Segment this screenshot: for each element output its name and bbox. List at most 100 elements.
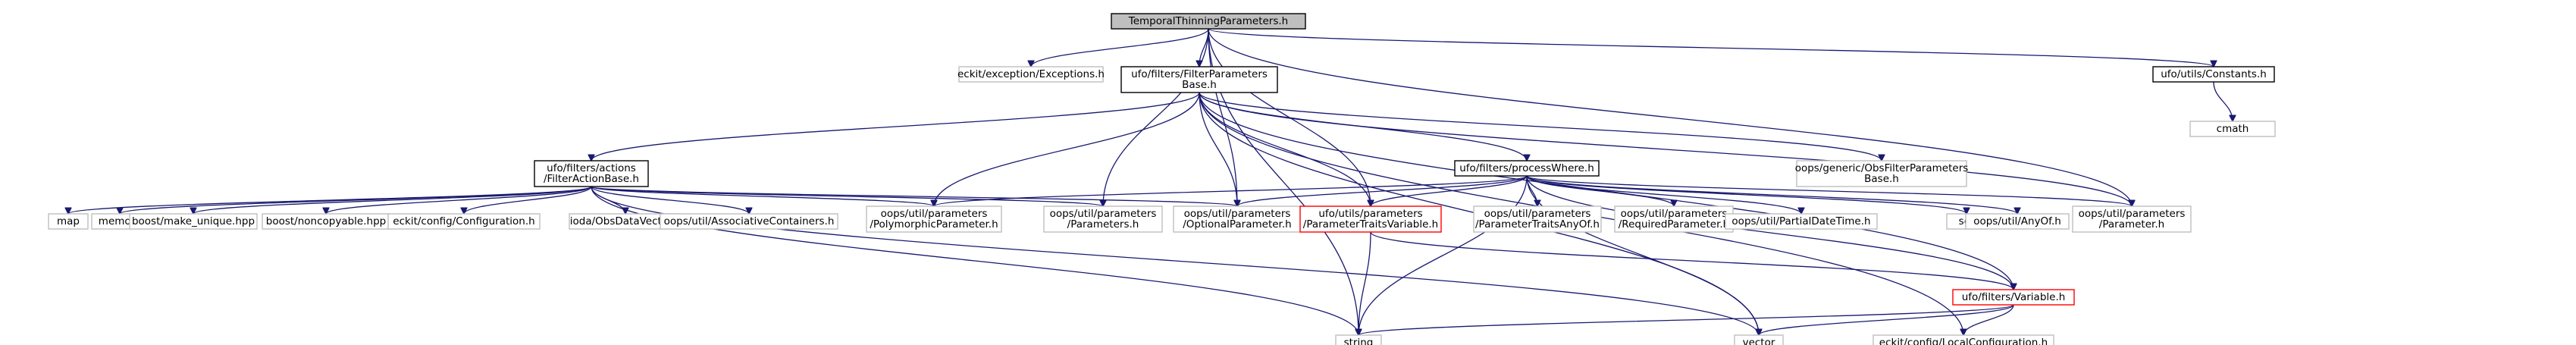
node-localconfig: eckit/config/LocalConfiguration.h bbox=[1872, 334, 2054, 345]
node-box bbox=[1173, 205, 1302, 233]
edge-traitsvar-to-variable bbox=[1370, 231, 2013, 290]
node-label: string bbox=[1344, 337, 1374, 345]
nodes-layer: TemporalThinningParameters.h eckit/except… bbox=[48, 13, 2276, 345]
edge-filterparams-to-variable bbox=[1199, 92, 2013, 290]
node-box bbox=[2152, 66, 2275, 83]
node-vector: vector bbox=[1734, 334, 1784, 345]
edge-variable-to-vector bbox=[1759, 304, 2014, 336]
node-constants[interactable]: ufo/utils/Constants.h bbox=[2152, 66, 2275, 83]
node-label: ufo/filters/Variable.h bbox=[1962, 291, 2066, 303]
node-box bbox=[866, 205, 1002, 233]
node-root[interactable]: TemporalThinningParameters.h bbox=[1111, 13, 1306, 30]
edge-root-to-exceptions bbox=[1031, 28, 1209, 67]
node-box bbox=[1614, 205, 1734, 233]
edge-filterparams-to-filteraction bbox=[591, 92, 1200, 161]
node-box bbox=[387, 213, 541, 230]
node-label: ufo/utils/Constants.h bbox=[2161, 68, 2267, 80]
node-map: map bbox=[48, 213, 89, 230]
node-label: /FilterActionBase.h bbox=[544, 173, 639, 185]
edge-constants-to-cmath bbox=[2213, 81, 2233, 121]
edge-processwhere-to-traitsvar bbox=[1371, 175, 1528, 206]
edge-root-to-parameter bbox=[1208, 28, 2132, 206]
edge-filteraction-to-assoc bbox=[591, 186, 749, 215]
node-label: oops/util/AssociativeContainers.h bbox=[664, 215, 835, 227]
node-label: oops/util/AnyOf.h bbox=[1973, 215, 2061, 227]
edge-processwhere-to-partialdate bbox=[1526, 175, 1801, 215]
edge-filterparams-to-traitsvar bbox=[1199, 92, 1371, 206]
node-box bbox=[1952, 289, 2075, 306]
node-label: oops/util/parameters bbox=[1621, 208, 1728, 220]
node-label: /RequiredParameter.h bbox=[1619, 218, 1729, 231]
node-box bbox=[660, 213, 838, 230]
node-box bbox=[1120, 66, 1278, 93]
edge-filteraction-to-string bbox=[591, 186, 1359, 335]
edge-filterparams-to-optional bbox=[1199, 92, 1237, 206]
node-label: oops/util/parameters bbox=[881, 208, 988, 220]
node-required: oops/util/parameters/RequiredParameter.h bbox=[1614, 205, 1734, 233]
node-label: /ParameterTraitsAnyOf.h bbox=[1475, 218, 1600, 231]
edge-filteraction-to-configuration bbox=[464, 186, 592, 214]
node-exceptions: eckit/exception/Exceptions.h bbox=[957, 66, 1105, 83]
node-box bbox=[1043, 205, 1163, 233]
node-configuration: eckit/config/Configuration.h bbox=[387, 213, 541, 230]
node-label: vector bbox=[1743, 337, 1775, 345]
edge-processwhere-to-polymorphic bbox=[934, 175, 1528, 206]
node-label: /OptionalParameter.h bbox=[1183, 218, 1291, 231]
node-label: oops/util/parameters bbox=[1050, 208, 1157, 220]
node-make_unique: boost/make_unique.hpp bbox=[129, 213, 258, 230]
node-optional: oops/util/parameters/OptionalParameter.h bbox=[1173, 205, 1302, 233]
edge-processwhere-to-parameter bbox=[1526, 175, 2132, 206]
edge-root-to-parameters bbox=[1103, 28, 1209, 206]
node-label: /Parameters.h bbox=[1067, 218, 1139, 231]
node-label: boost/noncopyable.hpp bbox=[266, 215, 386, 227]
node-noncopyable: boost/noncopyable.hpp bbox=[262, 213, 390, 230]
node-variable[interactable]: ufo/filters/Variable.h bbox=[1952, 289, 2075, 306]
node-label: Base.h bbox=[1864, 173, 1899, 185]
node-obsdatavector: ioda/ObsDataVector.h bbox=[569, 213, 682, 230]
node-box bbox=[1734, 334, 1784, 345]
edge-filteraction-to-noncopyable bbox=[326, 186, 592, 215]
node-label: eckit/config/Configuration.h bbox=[393, 215, 534, 227]
node-traitsvar[interactable]: ufo/utils/parameters/ParameterTraitsVari… bbox=[1299, 205, 1442, 233]
node-polymorphic: oops/util/parameters/PolymorphicParamete… bbox=[866, 205, 1002, 233]
node-label: boost/make_unique.hpp bbox=[132, 215, 255, 227]
node-box bbox=[1473, 205, 1602, 233]
edge-variable-to-string bbox=[1359, 304, 2014, 335]
node-parameters: oops/util/parameters/Parameters.h bbox=[1043, 205, 1163, 233]
node-box bbox=[1454, 160, 1600, 177]
edge-filteraction-to-optional bbox=[591, 186, 1237, 206]
node-cmath: cmath bbox=[2189, 121, 2276, 137]
node-box bbox=[1872, 334, 2054, 345]
node-box bbox=[129, 213, 258, 230]
edge-variable-to-localconfig bbox=[1963, 304, 2014, 335]
node-label: /PolymorphicParameter.h bbox=[870, 218, 998, 231]
node-label: map bbox=[57, 215, 80, 227]
edge-processwhere-to-vector bbox=[1526, 175, 1759, 335]
node-box bbox=[1965, 213, 2070, 230]
node-label: oops/util/PartialDateTime.h bbox=[1731, 215, 1870, 227]
node-box bbox=[48, 213, 89, 230]
edge-processwhere-to-optional bbox=[1237, 175, 1528, 207]
edge-filterparams-to-polymorphic bbox=[934, 92, 1200, 206]
node-label: oops/util/parameters bbox=[2079, 208, 2186, 220]
edge-filterparams-to-parameter bbox=[1199, 92, 2132, 206]
edge-filteraction-to-map bbox=[68, 186, 592, 214]
edge-filteraction-to-parameters bbox=[591, 186, 1103, 206]
node-label: oops/util/parameters bbox=[1484, 208, 1591, 220]
node-box bbox=[1111, 13, 1306, 30]
node-label: /Parameter.h bbox=[2099, 218, 2164, 231]
node-traitsanyof: oops/util/parameters/ParameterTraitsAnyO… bbox=[1473, 205, 1602, 233]
node-label: eckit/exception/Exceptions.h bbox=[957, 68, 1105, 80]
node-box bbox=[1335, 334, 1382, 345]
node-filteraction[interactable]: ufo/filters/actions/FilterActionBase.h bbox=[534, 160, 649, 187]
node-parameter: oops/util/parameters/Parameter.h bbox=[2072, 205, 2192, 233]
node-label: ufo/utils/parameters bbox=[1318, 208, 1422, 220]
node-label: Base.h bbox=[1182, 79, 1217, 91]
node-processwhere[interactable]: ufo/filters/processWhere.h bbox=[1454, 160, 1600, 177]
node-box bbox=[1796, 160, 1967, 187]
node-label: cmath bbox=[2217, 123, 2249, 135]
node-label: oops/generic/ObsFilterParameters bbox=[1795, 162, 1969, 174]
